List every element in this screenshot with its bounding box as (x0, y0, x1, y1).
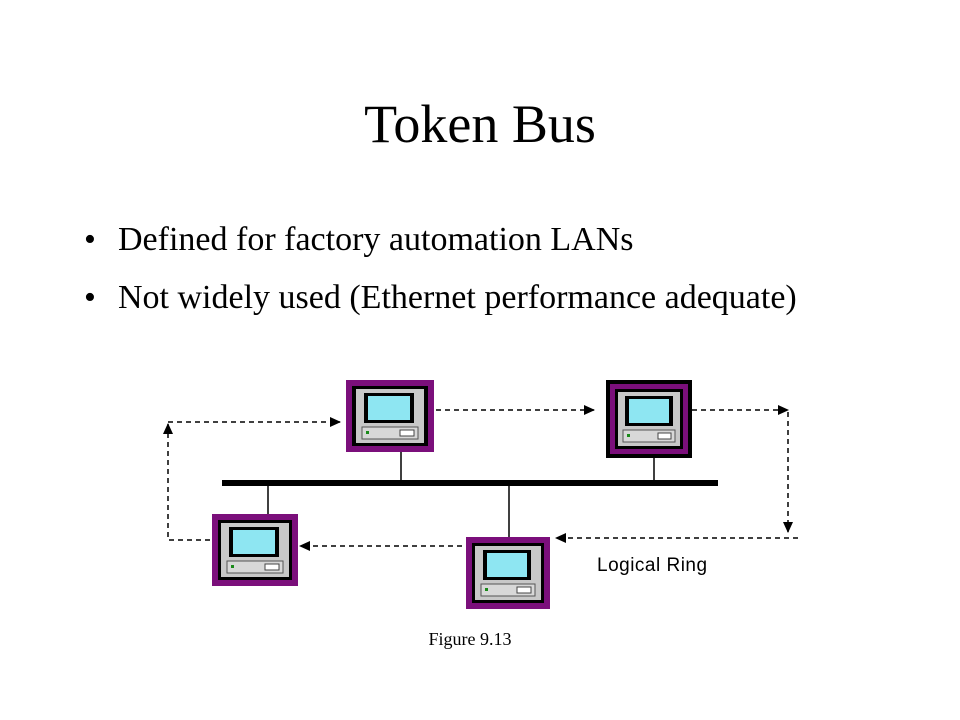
station-icon (346, 380, 434, 452)
station-icon (212, 514, 298, 586)
bullet-item: • Defined for factory automation LANs (84, 218, 904, 262)
station-icon (466, 537, 550, 609)
bullet-item: • Not widely used (Ethernet performance … (84, 276, 904, 320)
station-icon (606, 380, 692, 458)
bullet-text: Defined for factory automation LANs (118, 221, 634, 258)
slide-title: Token Bus (364, 94, 596, 154)
logical-ring (163, 405, 798, 551)
figure-caption: Figure 9.13 (429, 629, 512, 649)
logical-ring-label: Logical Ring (597, 555, 708, 576)
ring-arrow (163, 423, 210, 541)
bullet-dot: • (84, 221, 96, 258)
bullet-dot: • (84, 279, 96, 316)
bullet-list: • Defined for factory automation LANs • … (84, 218, 904, 334)
bullet-text: Not widely used (Ethernet performance ad… (118, 279, 797, 316)
